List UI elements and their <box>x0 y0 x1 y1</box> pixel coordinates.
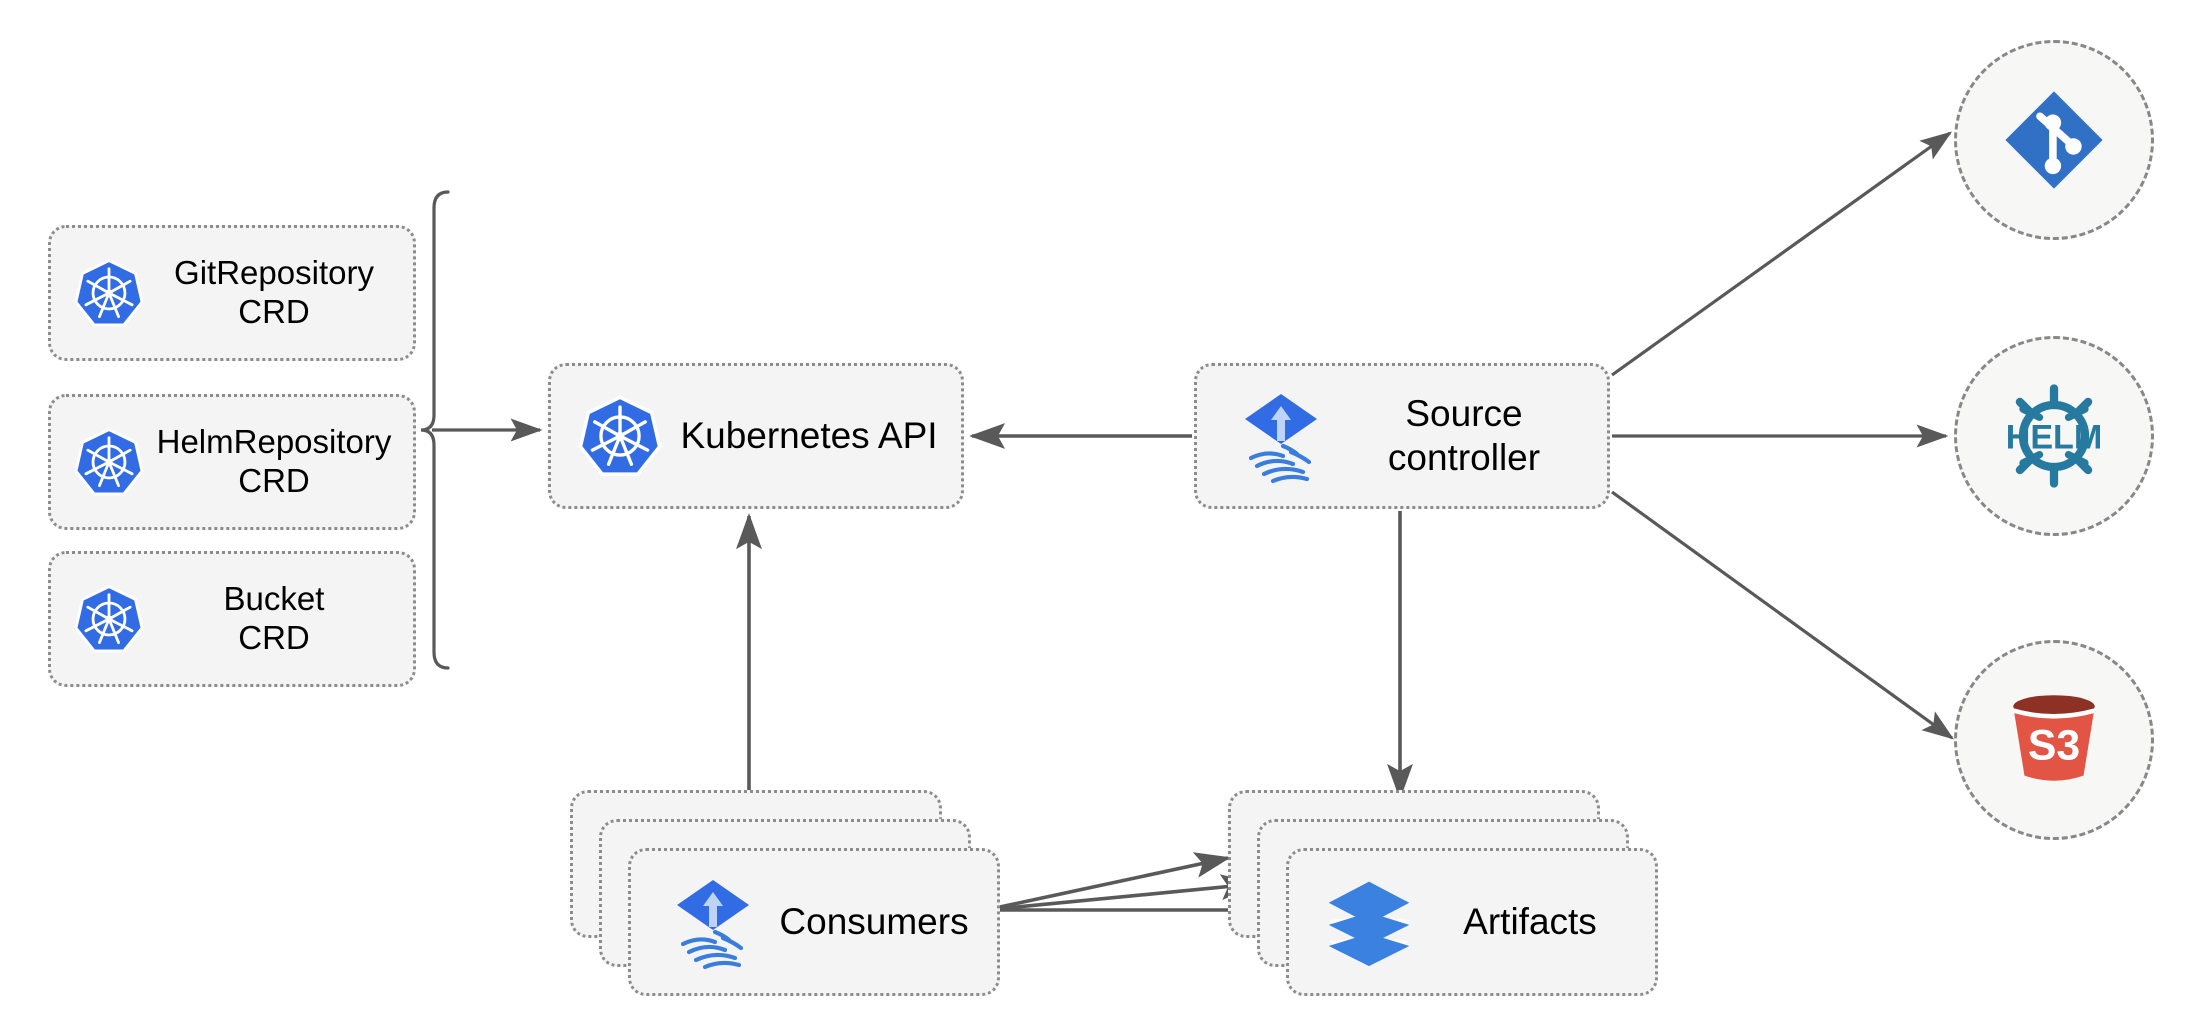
artifacts-stack-layer-front[interactable]: Artifacts <box>1286 848 1658 996</box>
crd-box-gitrepository[interactable]: GitRepository CRD <box>48 225 416 361</box>
node-label-consumers: Consumers <box>779 901 969 943</box>
crd-box-helmrepository[interactable]: HelmRepository CRD <box>48 394 416 530</box>
node-label-kubernetes-api: Kubernetes API <box>680 415 938 457</box>
kubernetes-icon <box>73 583 145 655</box>
node-source-controller[interactable]: Source controller <box>1194 363 1610 509</box>
crd-box-bucket[interactable]: Bucket CRD <box>48 551 416 687</box>
layers-icon <box>1321 874 1417 970</box>
source-circle-s3[interactable]: S3 <box>1954 640 2154 840</box>
node-label-artifacts: Artifacts <box>1463 901 1597 943</box>
crd-label: HelmRepository CRD <box>156 423 392 499</box>
edge-source-to-git <box>1611 131 1953 377</box>
source-circle-helm[interactable]: HELM <box>1954 336 2154 536</box>
edge-source-to-s3 <box>1611 490 1955 740</box>
helm-label: HELM <box>2006 418 2103 456</box>
node-kubernetes-api[interactable]: Kubernetes API <box>548 363 964 509</box>
s3-icon: S3 <box>1998 684 2110 796</box>
consumers-stack-layer-front[interactable]: Consumers <box>628 848 1000 996</box>
kubernetes-icon <box>73 426 145 498</box>
crd-group-bracket <box>420 190 450 670</box>
node-artifacts[interactable]: Artifacts <box>1228 790 1658 996</box>
kubernetes-icon <box>577 393 663 479</box>
source-circle-git[interactable] <box>1954 40 2154 240</box>
node-label-source-controller: Source controller <box>1387 393 1541 478</box>
edge-consumers-to-artifacts-1 <box>985 852 1231 912</box>
helm-icon: HELM <box>1992 374 2116 498</box>
s3-label: S3 <box>2028 721 2080 769</box>
git-icon <box>2000 86 2108 194</box>
flux-icon <box>663 872 763 972</box>
kubernetes-icon <box>73 257 145 329</box>
crd-label: GitRepository CRD <box>174 254 374 330</box>
node-consumers[interactable]: Consumers <box>570 790 1000 996</box>
edge-consumers-to-artifacts-2 <box>985 874 1257 912</box>
flux-icon <box>1231 386 1331 486</box>
crd-label: Bucket CRD <box>223 580 325 656</box>
